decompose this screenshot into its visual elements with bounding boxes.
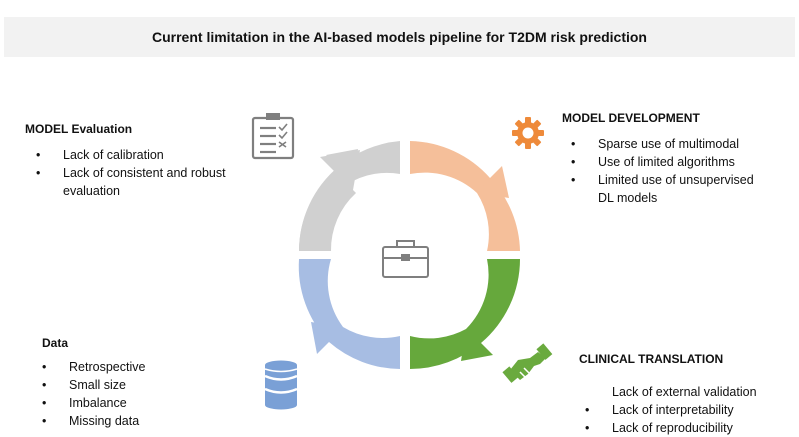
- briefcase-icon: [382, 240, 429, 278]
- heading-data: Data: [42, 336, 69, 350]
- handshake-icon: [502, 343, 553, 383]
- gear-icon: [512, 117, 544, 149]
- list-item: Missing data: [36, 412, 145, 430]
- list-item: Imbalance: [36, 394, 145, 412]
- heading-translation: CLINICAL TRANSLATION: [579, 352, 724, 366]
- segment-development: [410, 141, 520, 251]
- list-item: Lack of consistent and robust: [30, 164, 226, 182]
- list-data: Retrospective Small size Imbalance Missi…: [36, 358, 145, 430]
- clipboard-checklist-icon: [251, 113, 295, 160]
- list-item: DL models: [598, 191, 658, 205]
- segment-translation: [410, 259, 520, 369]
- list-translation: Lack of external validation Lack of inte…: [579, 383, 757, 437]
- list-item: Retrospective: [36, 358, 145, 376]
- list-item: Sparse use of multimodal: [565, 135, 754, 153]
- list-item: Limited use of unsupervised: [565, 171, 754, 189]
- list-item: Lack of interpretability: [579, 401, 757, 419]
- page-title: Current limitation in the AI-based model…: [152, 29, 647, 45]
- list-item: Lack of reproducibility: [579, 419, 757, 437]
- list-item: Use of limited algorithms: [565, 153, 754, 171]
- list-item: evaluation: [63, 184, 120, 198]
- list-item: Small size: [36, 376, 145, 394]
- list-item: Lack of external validation: [612, 385, 757, 399]
- list-evaluation: Lack of calibration Lack of consistent a…: [30, 146, 226, 200]
- heading-development: MODEL DEVELOPMENT: [562, 111, 700, 125]
- list-item: Lack of calibration: [30, 146, 226, 164]
- heading-evaluation: MODEL Evaluation: [25, 122, 133, 136]
- title-bar: Current limitation in the AI-based model…: [4, 17, 795, 57]
- segment-data: [298, 259, 400, 369]
- list-development: Sparse use of multimodal Use of limited …: [565, 135, 754, 207]
- database-icon: [264, 360, 298, 410]
- segment-evaluation: [299, 141, 400, 251]
